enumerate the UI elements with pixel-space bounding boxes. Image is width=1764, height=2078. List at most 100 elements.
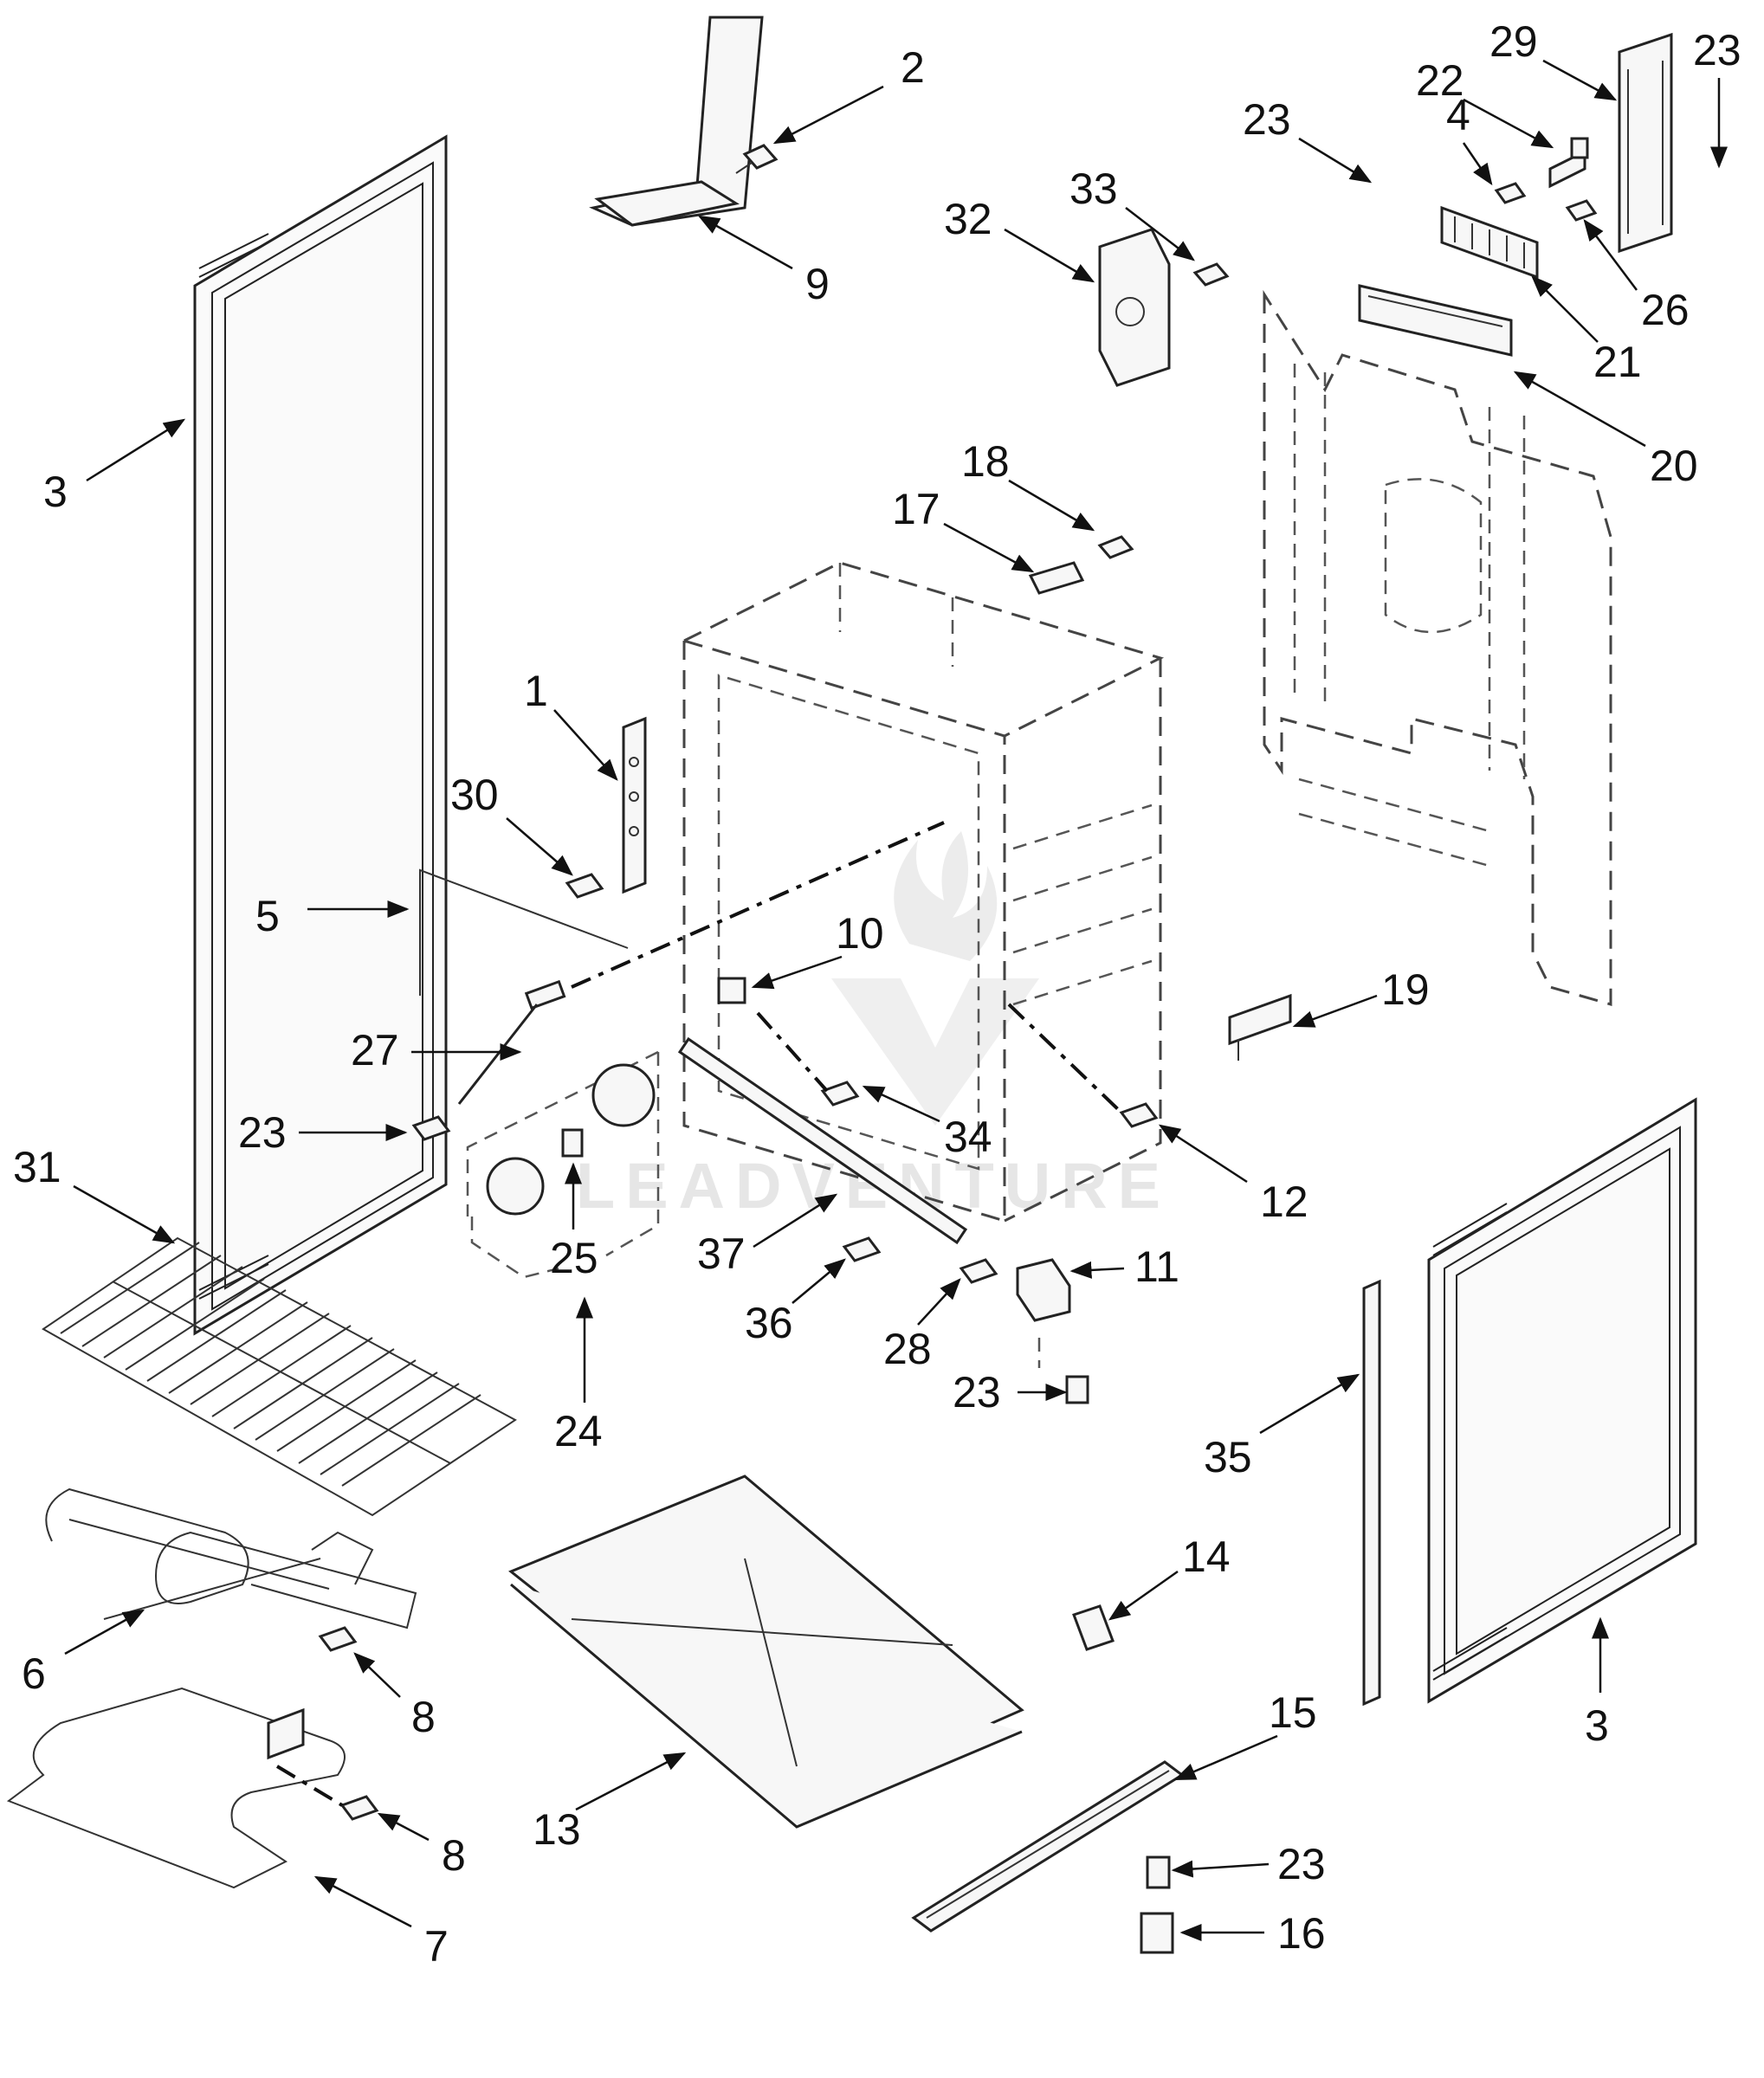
callout-37: 37: [697, 1193, 838, 1278]
svg-text:26: 26: [1641, 286, 1690, 334]
callout-19: 19: [1292, 965, 1430, 1028]
callout-16: 16: [1179, 1909, 1326, 1958]
terminal-block-part-21: [1440, 205, 1539, 280]
callout-23-top-left: 23: [1243, 95, 1373, 184]
vent-trim-part-37: [677, 1036, 968, 1245]
callout-33: 33: [1069, 165, 1195, 261]
callout-25: 25: [550, 1162, 598, 1282]
svg-text:9: 9: [805, 260, 830, 308]
terminal-part-4: [1494, 182, 1527, 204]
callout-22: 22: [1416, 56, 1554, 149]
screw-part-34: [756, 1011, 860, 1107]
rear-panel: [1263, 289, 1612, 1006]
svg-text:1: 1: [524, 667, 548, 715]
svg-text:30: 30: [450, 771, 499, 819]
callout-12: 12: [1158, 1124, 1308, 1226]
callout-29: 29: [1489, 17, 1618, 101]
callout-2: 2: [772, 43, 925, 145]
svg-text:32: 32: [944, 195, 992, 243]
svg-text:6: 6: [22, 1649, 46, 1698]
switch-part-10: [717, 977, 746, 1004]
svg-text:20: 20: [1650, 442, 1698, 490]
svg-text:27: 27: [351, 1026, 399, 1074]
svg-text:24: 24: [554, 1407, 603, 1455]
svg-text:12: 12: [1260, 1178, 1308, 1226]
svg-text:36: 36: [745, 1299, 793, 1347]
svg-text:28: 28: [883, 1325, 932, 1373]
callout-3-right: 3: [1585, 1617, 1609, 1750]
screw-part-8-b: [275, 1765, 379, 1821]
callout-34: 34: [862, 1085, 992, 1161]
svg-text:10: 10: [836, 909, 884, 958]
oven-bottom-part-13: [508, 1475, 1024, 1829]
screw-part-23-c: [1146, 1855, 1171, 1889]
switch-part-11: [1016, 1258, 1071, 1368]
svg-text:33: 33: [1069, 165, 1118, 213]
callout-4: 4: [1446, 91, 1493, 186]
callout-15: 15: [1173, 1688, 1317, 1781]
svg-text:3: 3: [43, 468, 68, 516]
callout-20: 20: [1513, 371, 1698, 490]
screw-part-36: [842, 1236, 882, 1262]
svg-text:8: 8: [411, 1693, 436, 1741]
callout-27: 27: [351, 1026, 522, 1074]
callout-24: 24: [554, 1296, 603, 1455]
callout-11: 11: [1069, 1242, 1179, 1291]
svg-text:35: 35: [1204, 1433, 1252, 1481]
clip-part-17: [1028, 561, 1085, 595]
watermark: LEADVENTURE: [576, 831, 1160, 1222]
callout-30: 30: [450, 771, 573, 876]
ground-lug-part-22: [1548, 137, 1589, 189]
callout-23-mid: 23: [953, 1368, 1068, 1417]
svg-text:19: 19: [1381, 965, 1430, 1014]
svg-text:7: 7: [424, 1922, 449, 1971]
screw-part-30: [565, 873, 604, 899]
svg-text:2: 2: [901, 43, 925, 92]
callout-31: 31: [13, 1143, 176, 1244]
svg-text:8: 8: [442, 1831, 466, 1880]
bracket-part-32: [1098, 228, 1171, 387]
screw-part-18: [1097, 535, 1134, 559]
leveling-bracket-part-15: [911, 1760, 1185, 1933]
sensor-part-27: [457, 821, 945, 1105]
broil-element-part-6: [45, 1488, 417, 1629]
svg-text:21: 21: [1593, 338, 1642, 386]
screw-part-23-b: [1065, 1375, 1089, 1404]
callout-5: 5: [255, 892, 410, 940]
screw-part-23-a: [411, 1115, 451, 1141]
wire-part-5: [419, 868, 629, 996]
callout-23-top-right: 23: [1693, 26, 1741, 169]
leveling-leg-part-16: [1140, 1912, 1174, 1954]
side-panel-right: [1427, 1097, 1697, 1704]
svg-text:23: 23: [238, 1108, 287, 1157]
svg-text:23: 23: [1277, 1840, 1326, 1888]
screw-part-33: [1192, 262, 1230, 287]
callout-36: 36: [745, 1258, 846, 1347]
callout-8-b: 8: [377, 1812, 466, 1880]
hinge-receiver-part-1: [622, 716, 647, 894]
callout-28: 28: [883, 1278, 961, 1373]
callout-26: 26: [1583, 219, 1690, 334]
bake-element-part-7: [6, 1687, 346, 1889]
callout-13: 13: [533, 1752, 687, 1854]
bracket-part-19: [1228, 993, 1292, 1061]
callout-23-bottom: 23: [1171, 1840, 1326, 1888]
svg-text:23: 23: [1243, 95, 1291, 144]
svg-text:29: 29: [1489, 17, 1538, 66]
svg-text:18: 18: [961, 437, 1010, 486]
callout-9: 9: [697, 215, 830, 308]
svg-text:37: 37: [697, 1229, 746, 1278]
svg-text:22: 22: [1416, 56, 1464, 105]
svg-text:31: 31: [13, 1143, 61, 1191]
terminal-box-part-20: [1358, 284, 1513, 357]
callout-10: 10: [751, 909, 884, 990]
svg-text:23: 23: [953, 1368, 1001, 1417]
callout-35: 35: [1204, 1373, 1360, 1481]
svg-text:16: 16: [1277, 1909, 1326, 1958]
svg-text:15: 15: [1269, 1688, 1317, 1737]
svg-text:4: 4: [1446, 91, 1470, 139]
vent-trim-part-9: [589, 16, 764, 227]
side-panel-left: [193, 134, 448, 1336]
callout-1: 1: [524, 667, 618, 781]
